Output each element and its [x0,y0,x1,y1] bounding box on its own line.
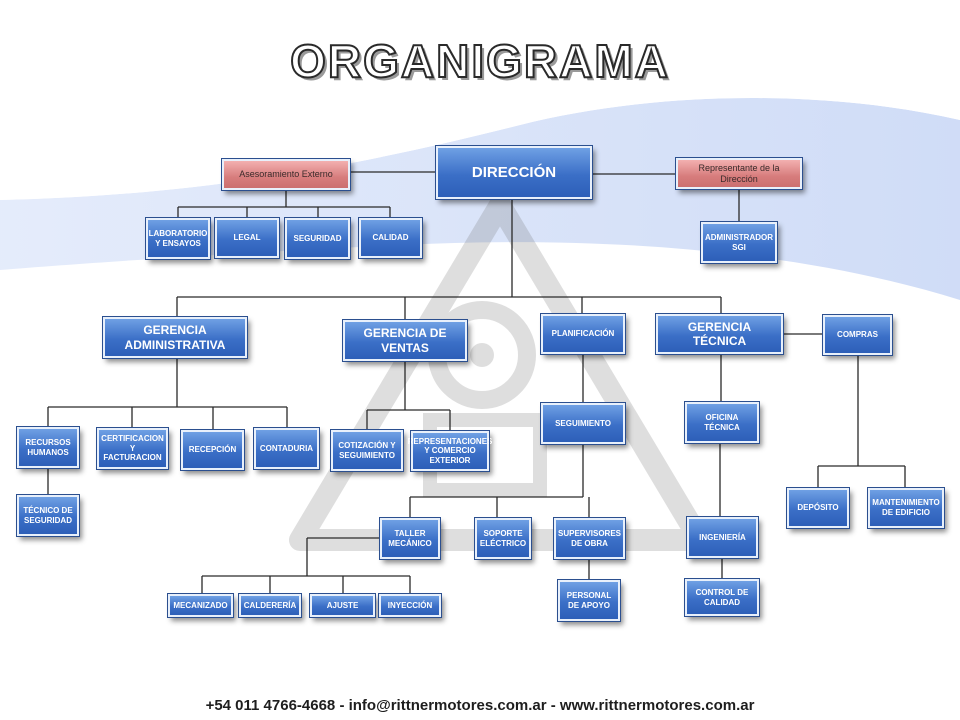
box-seguimiento: SEGUIMIENTO [540,402,626,445]
box-legal: LEGAL [214,217,280,259]
box-calidad: CALIDAD [358,217,423,259]
box-administrador-sgi: ADMINISTRADOR SGI [700,221,778,264]
box-gerencia-tecnica: GERENCIA TÉCNICA [655,313,784,355]
box-ingenieria: INGENIERÍA [686,516,759,559]
box-contaduria: CONTADURIA [253,427,320,470]
box-recursos-humanos: RECURSOS HUMANOS [16,426,80,469]
box-laboratorio-ensayos: LABORATORIO Y ENSAYOS [145,217,211,260]
box-gerencia-ventas: GERENCIA DE VENTAS [342,319,468,362]
box-representante-direccion: Representante de la Dirección [675,157,803,190]
box-direccion: DIRECCIÓN [435,145,593,200]
box-compras: COMPRAS [822,314,893,356]
box-planificacion: PLANIFICACIÓN [540,313,626,355]
box-asesoramiento-externo: Asesoramiento Externo [221,158,351,191]
box-caldereria: CALDERERÍA [238,593,302,618]
box-gerencia-administrativa: GERENCIA ADMINISTRATIVA [102,316,248,359]
box-representaciones-comercio: REPRESENTACIONES Y COMERCIO EXTERIOR [408,430,492,472]
box-taller-mecanico: TALLER MECÁNICO [379,517,441,560]
box-tecnico-seguridad: TÉCNICO DE SEGURIDAD [16,494,80,537]
box-personal-apoyo: PERSONAL DE APOYO [557,579,621,622]
box-mantenimiento-edificio: MANTENIMIENTO DE EDIFICIO [867,487,945,529]
box-certificacion-facturacion: CERTIFICACION Y FACTURACION [96,427,169,470]
box-mecanizado: MECANIZADO [167,593,234,618]
box-oficina-tecnica: OFICINA TÉCNICA [684,401,760,444]
box-recepcion: RECEPCIÓN [180,429,245,471]
box-seguridad: SEGURIDAD [284,217,351,260]
page-title: ORGANIGRAMA [289,34,670,88]
footer-contact: +54 011 4766-4668 - info@rittnermotores.… [205,697,755,714]
box-deposito: DEPÓSITO [786,487,850,529]
box-soporte-electrico: SOPORTE ELÉCTRICO [474,517,532,560]
box-supervisores-obra: SUPERVISORES DE OBRA [553,517,626,560]
box-ajuste: AJUSTE [309,593,376,618]
box-control-calidad: CONTROL DE CALIDAD [684,578,760,617]
box-inyeccion: INYECCIÓN [378,593,442,618]
box-cotizacion-seguimiento: COTIZACIÓN Y SEGUIMIENTO [330,429,404,472]
